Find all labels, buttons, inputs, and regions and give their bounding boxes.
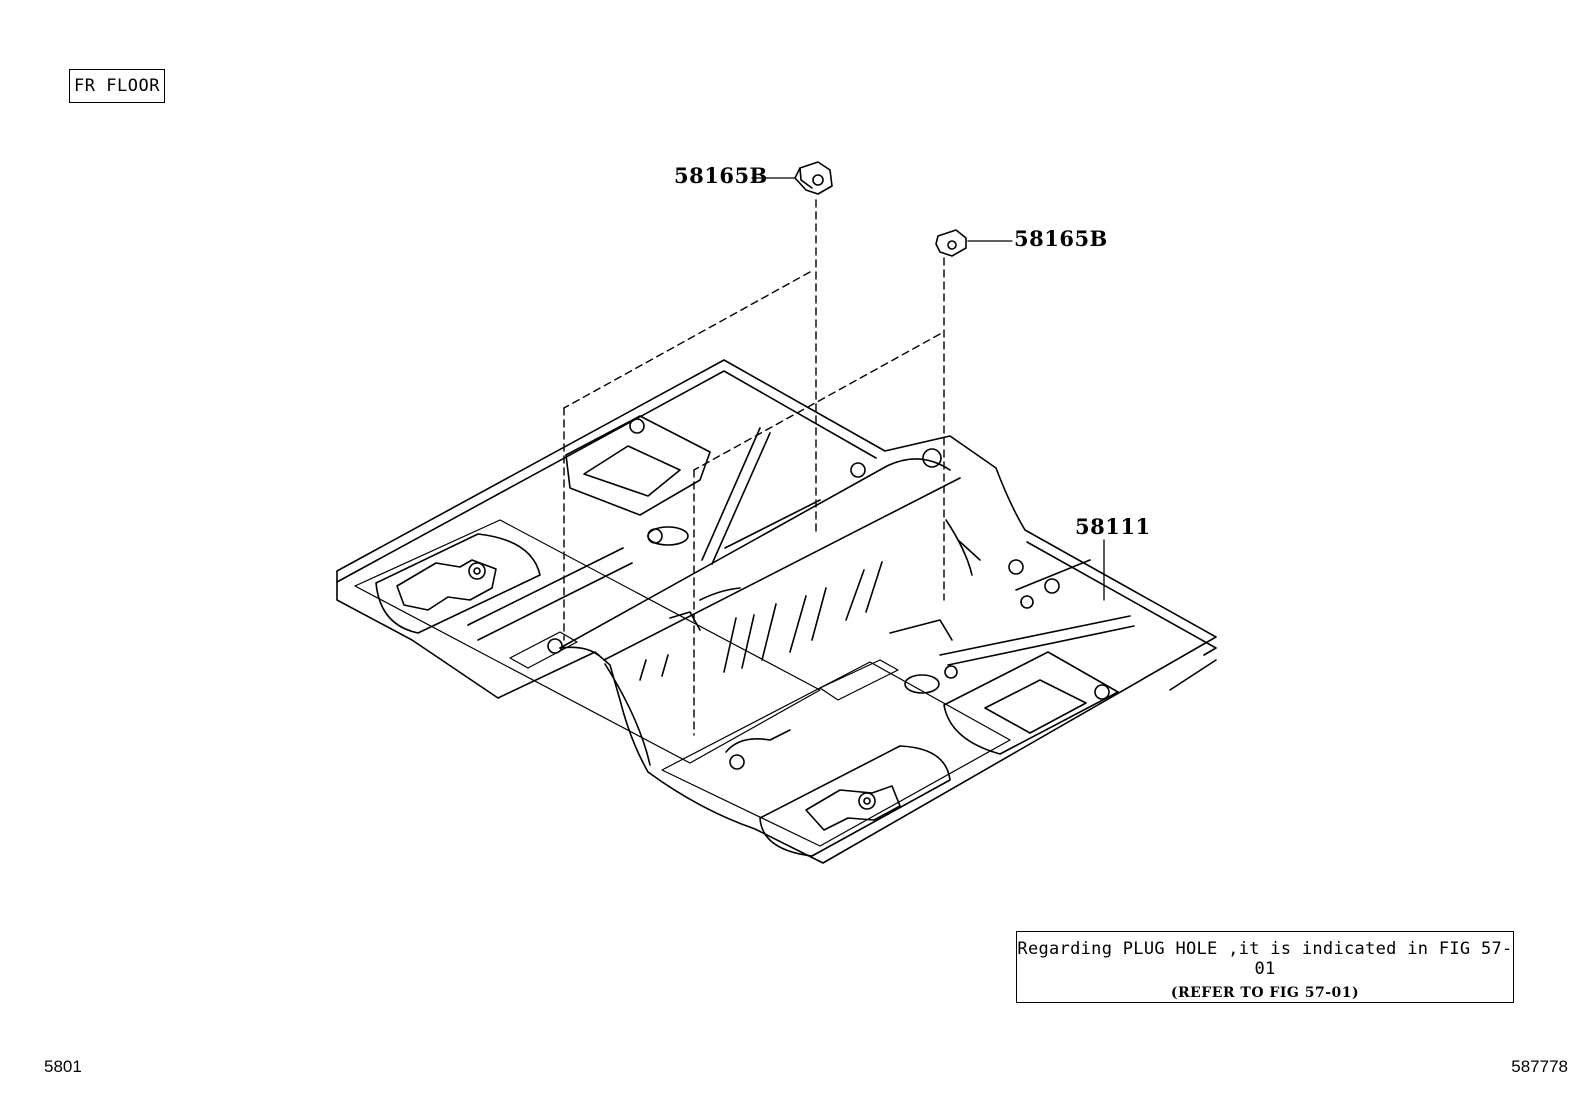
assembly-lines	[563, 199, 945, 736]
clip-part-upper	[794, 161, 833, 195]
callout-clip-lower: 58165B	[1014, 226, 1108, 251]
note-line-1: Regarding PLUG HOLE ,it is indicated in …	[1017, 939, 1513, 979]
footer-right-code: 587778	[1511, 1057, 1568, 1076]
callout-leaders	[751, 177, 1105, 601]
note-line-2: (REFER TO FIG 57-01)	[1170, 985, 1360, 1001]
clip-part-lower	[935, 229, 967, 257]
floor-pan-part	[336, 359, 1217, 864]
section-label: FR FLOOR	[69, 69, 165, 103]
callout-floor-pan: 58111	[1075, 514, 1151, 539]
callout-clip-upper: 58165B	[674, 163, 768, 188]
footer-left-code: 5801	[44, 1057, 82, 1076]
plug-hole-note: Regarding PLUG HOLE ,it is indicated in …	[1016, 931, 1514, 1003]
